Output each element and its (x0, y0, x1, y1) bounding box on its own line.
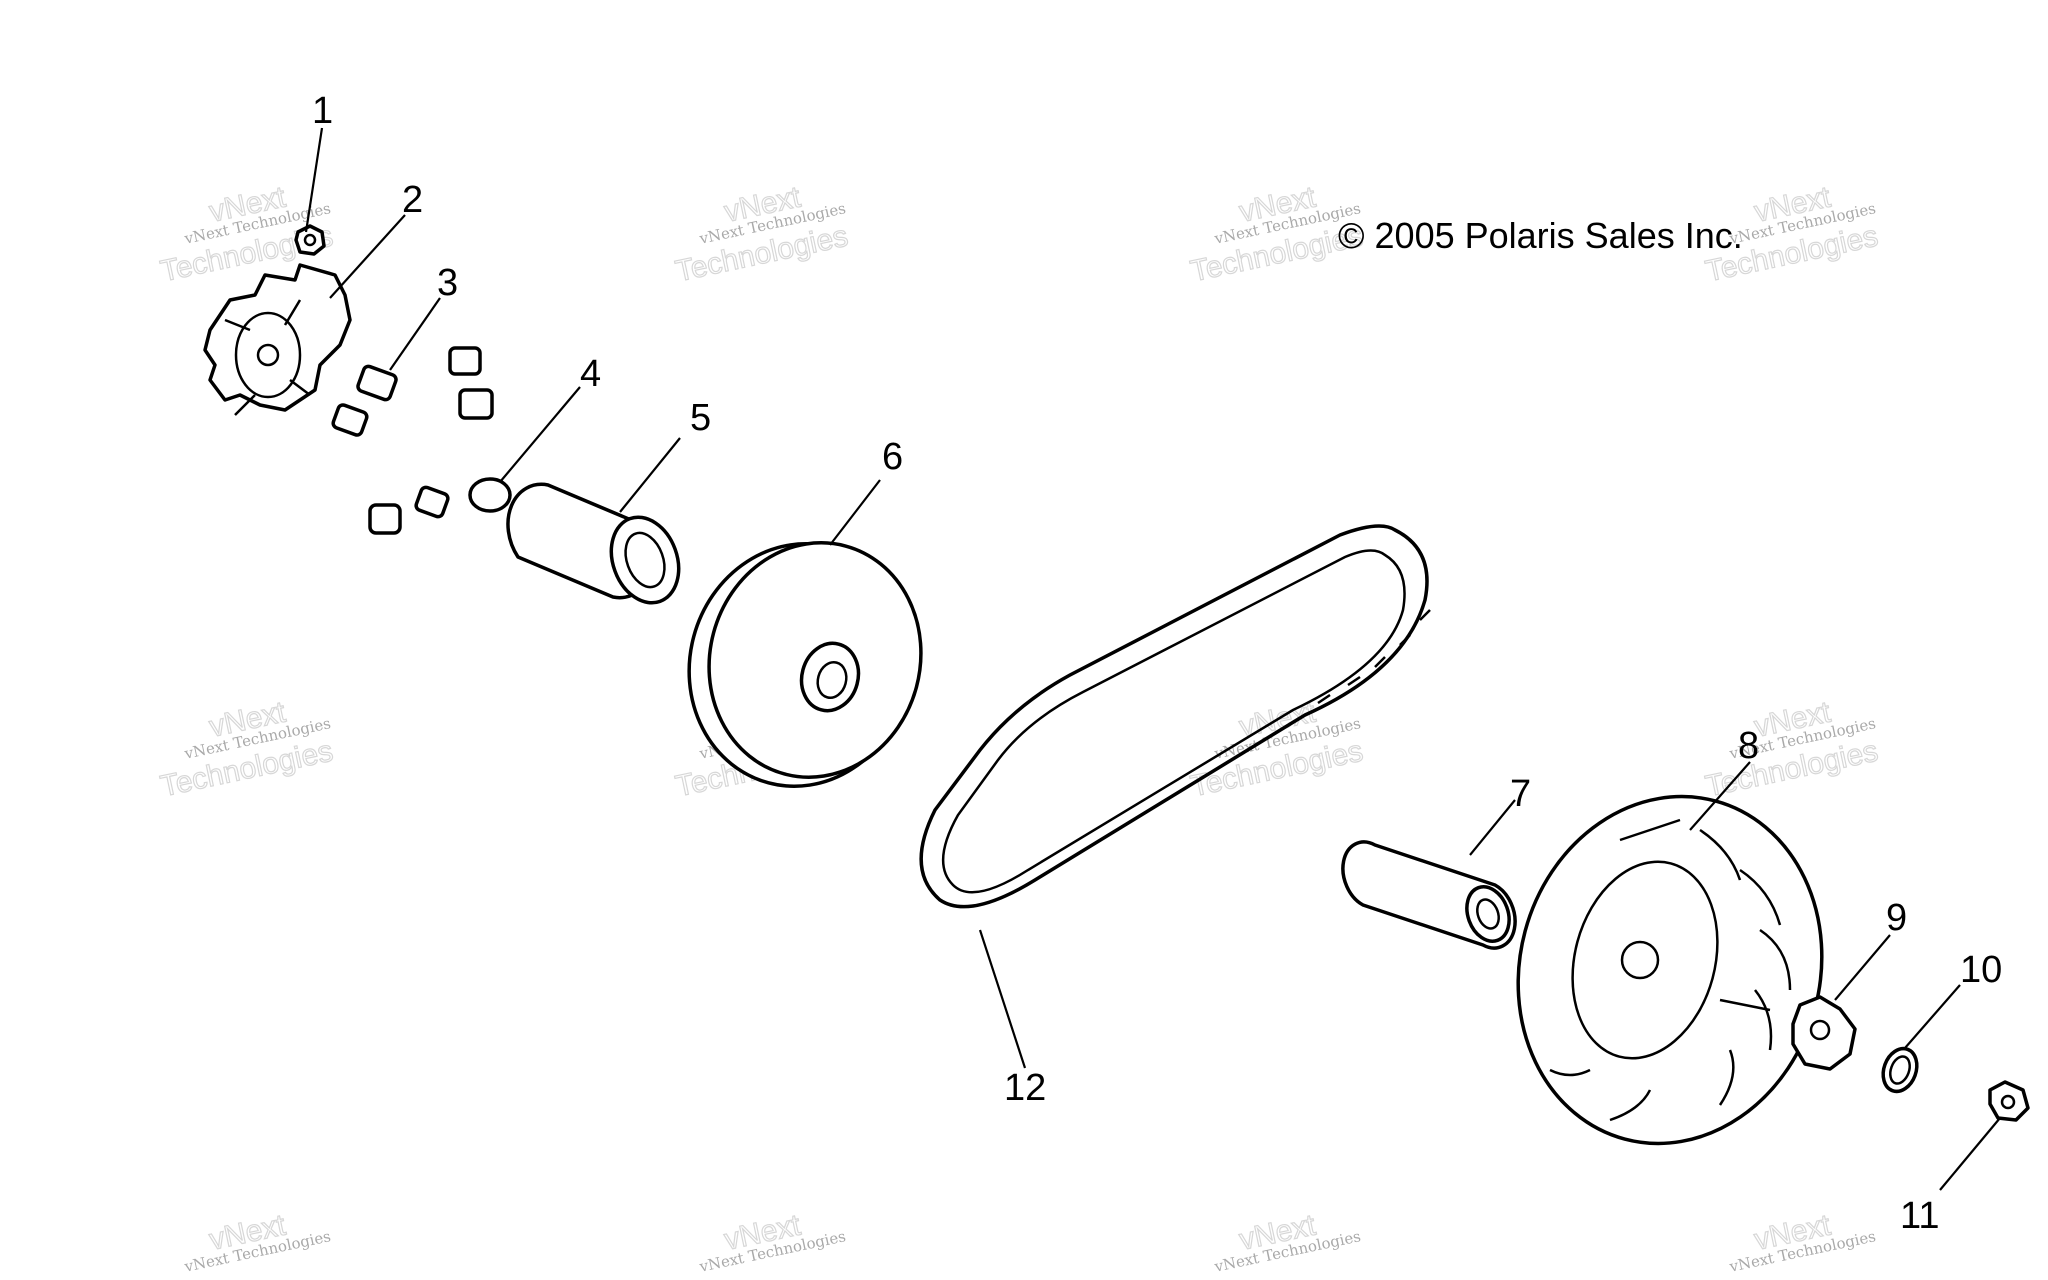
part-11-nut (1988, 1080, 2030, 1122)
callout-3: 3 (437, 262, 458, 304)
part-12-drive-belt (919, 524, 1431, 909)
copyright-text: © 2005 Polaris Sales Inc. (1338, 215, 1743, 256)
part-4-washer (468, 477, 512, 513)
part-8-fan-drive-face (1516, 794, 1824, 1146)
callout-9: 9 (1886, 897, 1907, 939)
part-1-nut (294, 224, 326, 256)
callout-5: 5 (690, 397, 711, 439)
callout-8: 8 (1738, 725, 1759, 767)
callout-4: 4 (580, 353, 601, 395)
callout-labels: 1 2 3 4 5 6 7 8 9 10 11 12 (312, 90, 2002, 1237)
callout-11: 11 (1900, 1195, 1939, 1237)
part-5-sleeve (506, 482, 681, 605)
part-7-spacer-tube (1341, 840, 1517, 950)
part-2-ramp-plate (203, 263, 352, 416)
callout-1: 1 (312, 90, 333, 132)
callout-2: 2 (402, 179, 423, 221)
callout-10: 10 (1960, 949, 2002, 991)
part-10-o-ring (1881, 1046, 1919, 1094)
leader-lines (304, 127, 2001, 1191)
callout-6: 6 (882, 436, 903, 478)
callout-12: 12 (1004, 1067, 1046, 1109)
part-3-rollers (331, 346, 494, 535)
part-6-drive-face (687, 541, 923, 788)
part-9-hub-plate (1791, 995, 1857, 1071)
callout-7: 7 (1510, 773, 1531, 815)
